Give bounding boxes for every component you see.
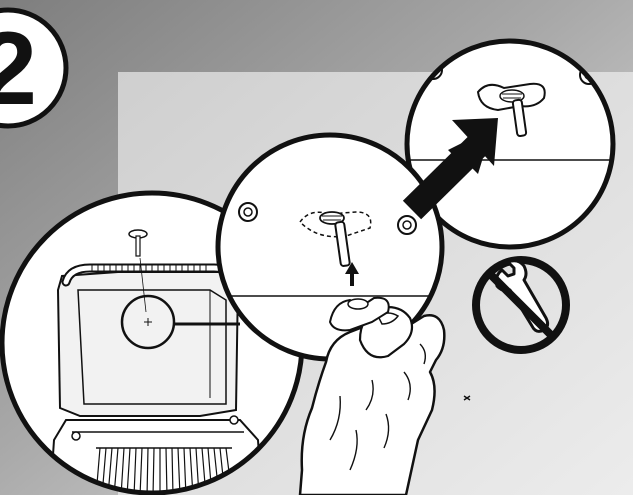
screw-left [239, 203, 257, 221]
step-number: 2 [0, 11, 37, 127]
screw-right [398, 216, 416, 234]
grill-lid [58, 272, 238, 416]
